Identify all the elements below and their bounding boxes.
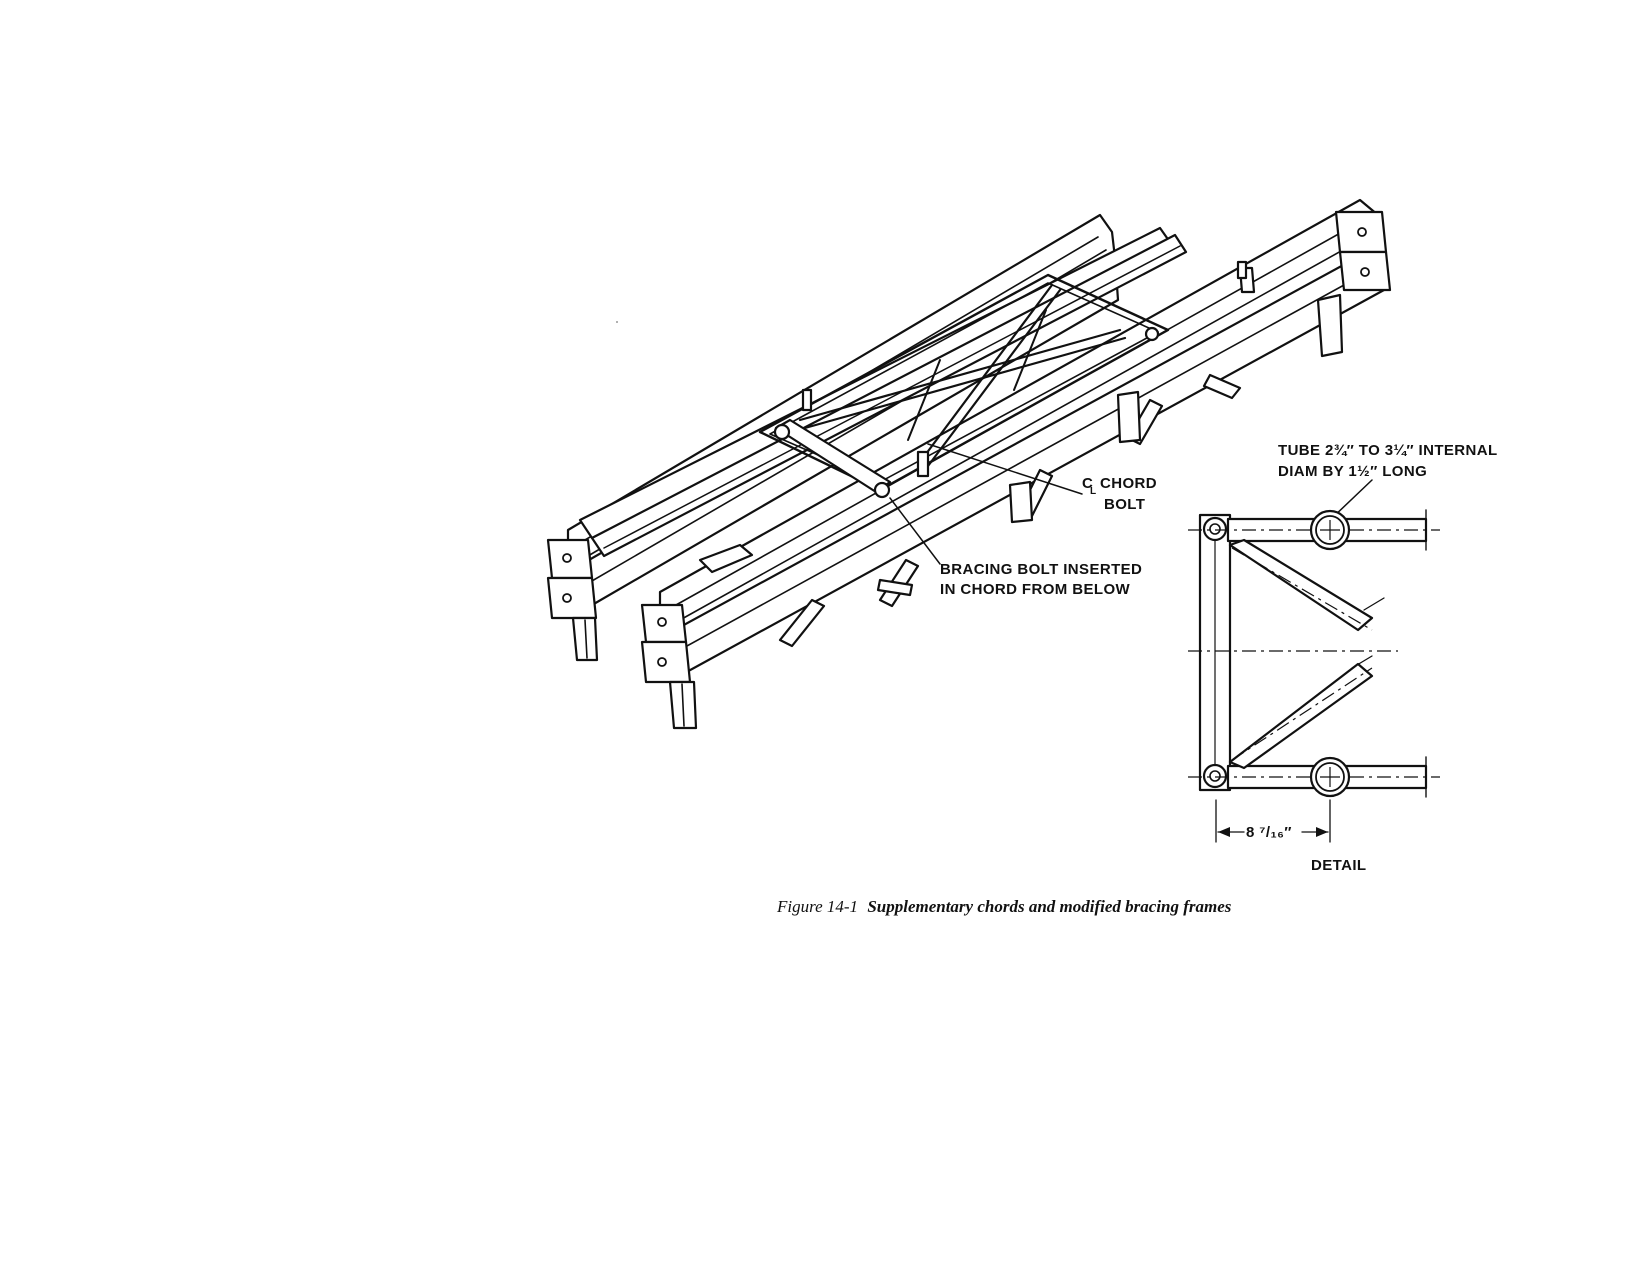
label-chord: CHORD (1100, 475, 1157, 492)
chord-bolt (916, 450, 930, 478)
label-tube-line1: TUBE 2¾″ TO 3¼″ INTERNAL (1278, 442, 1498, 459)
leader-chord-bolt (927, 443, 1083, 495)
bracing-bolt-left (773, 423, 791, 441)
svg-text:Figure 14-1 Supplementar: Figure 14-1 Supplementary chords and mod… (776, 897, 1232, 916)
detail-view: TUBE 2¾″ TO 3¼″ INTERNAL DIAM BY 1½″ LON… (1188, 442, 1498, 874)
cl-symbol: C (1082, 475, 1093, 492)
caption-title: Supplementary chords and modified bracin… (867, 897, 1231, 916)
bracing-frame (758, 260, 1248, 499)
lower-bracing (698, 373, 1242, 648)
right-chord-group (640, 198, 1392, 730)
detail-lower-diagonal (1228, 662, 1374, 770)
scan-speck (616, 321, 618, 323)
label-bracing-bolt-line2: IN CHORD FROM BELOW (940, 581, 1131, 598)
caption-number: Figure 14-1 (776, 897, 858, 916)
label-bolt: BOLT (1104, 496, 1145, 513)
detail-label: DETAIL (1311, 857, 1366, 874)
dimension-value: 8 ⁷/₁₆″ (1246, 824, 1292, 841)
figure-caption: Figure 14-1 Supplementary chords and mod… (776, 897, 1232, 916)
cl-subscript: L (1090, 486, 1097, 497)
leader-bracing-bolt (889, 497, 941, 565)
bracing-bolt-right (873, 481, 891, 499)
label-bracing-bolt-line1: BRACING BOLT INSERTED (940, 561, 1142, 578)
bridge-assembly-drawing: C L CHORD BOLT BRACING BOLT INSERTED IN … (546, 198, 1392, 730)
label-tube-line2: DIAM BY 1½″ LONG (1278, 463, 1427, 480)
detail-upper-diagonal (1228, 538, 1374, 632)
